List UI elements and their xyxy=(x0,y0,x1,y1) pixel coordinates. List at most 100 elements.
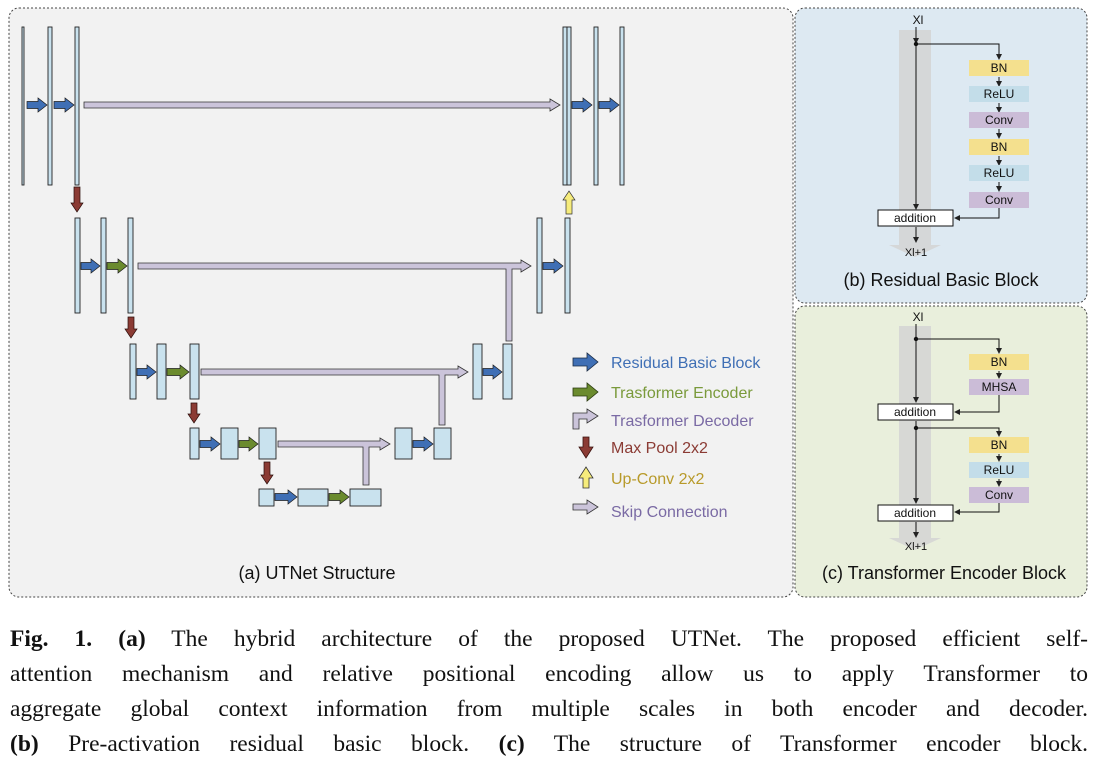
skip-connection xyxy=(200,365,469,426)
bn-label: BN xyxy=(991,438,1008,452)
feature-map xyxy=(619,26,625,186)
relu-label: ReLU xyxy=(984,87,1015,101)
mhsa-layer xyxy=(969,379,1029,395)
lavender-elbow-arrow-icon xyxy=(572,408,599,430)
feature-map xyxy=(47,26,53,186)
residual-arrow xyxy=(80,258,101,274)
feature-map xyxy=(189,427,200,460)
yellow-up-arrow-icon xyxy=(578,466,594,489)
panel-b xyxy=(794,7,1088,304)
panel-b-title: (b) Residual Basic Block xyxy=(843,270,1039,290)
bn-layer xyxy=(969,354,1029,370)
bn-label: BN xyxy=(991,140,1008,154)
encoder-arrow xyxy=(238,436,259,452)
feature-map xyxy=(564,217,571,314)
legend-label: Up-Conv 2x2 xyxy=(611,471,704,488)
legend-label: Skip Connection xyxy=(611,504,728,521)
residual-arrow xyxy=(136,364,157,380)
maxpool-arrow xyxy=(124,316,138,339)
legend-label: Trasformer Encoder xyxy=(611,385,753,402)
residual-arrow xyxy=(571,97,593,113)
encoder-arrow xyxy=(328,489,350,505)
feature-map xyxy=(156,343,167,400)
residual-arrow xyxy=(598,97,620,113)
feature-map xyxy=(21,26,25,186)
feature-map xyxy=(593,26,599,186)
legend-item-maxpool: Max Pool 2x2 xyxy=(578,436,708,459)
conv-layer xyxy=(969,487,1029,503)
caption-text-1: The hybrid architecture of the proposed … xyxy=(171,626,1088,652)
residual-arrow xyxy=(26,97,48,113)
unet-diagram xyxy=(21,26,625,507)
output-label: Xl+1 xyxy=(905,247,927,259)
feature-map xyxy=(536,217,543,314)
caption-line-2: attention mechanism and relative positio… xyxy=(10,661,1088,687)
caption-line-4: (b) Pre-activation residual basic block.… xyxy=(10,727,1088,762)
legend-item-encoder: Trasformer Encoder xyxy=(572,382,753,402)
caption-text-4c: The structure of Transformer encoder blo… xyxy=(553,731,1088,757)
caption-b-label: (b) xyxy=(10,731,39,757)
red-down-arrow-icon xyxy=(578,436,594,459)
caption-text-4b: Pre-activation residual basic block. xyxy=(68,731,470,757)
green-arrow-icon xyxy=(572,382,599,402)
mhsa-label: MHSA xyxy=(982,380,1017,394)
figure: (a) UTNet Structure Residual Basic Block… xyxy=(8,7,1088,598)
upconv-arrow xyxy=(562,190,576,215)
caption-c-label: (c) xyxy=(498,731,525,757)
bn-label: BN xyxy=(991,355,1008,369)
panel-c-title: (c) Transformer Encoder Block xyxy=(822,563,1067,583)
legend-item-skip: Skip Connection xyxy=(572,499,728,521)
residual-arrow xyxy=(274,489,298,505)
maxpool-arrow xyxy=(260,461,274,485)
bn-label: BN xyxy=(991,61,1008,75)
feature-map xyxy=(502,343,513,400)
relu-label: ReLU xyxy=(984,463,1015,477)
skip-connection xyxy=(277,437,391,486)
feature-map xyxy=(472,343,483,400)
feature-map xyxy=(433,427,452,460)
conv-layer xyxy=(969,112,1029,128)
relu-layer xyxy=(969,86,1029,102)
encoder-arrow xyxy=(106,258,128,274)
conv-layer xyxy=(969,192,1029,208)
skip-connection xyxy=(83,98,561,112)
conv-label: Conv xyxy=(985,193,1013,207)
output-label: Xl+1 xyxy=(905,541,927,553)
feature-map xyxy=(562,26,568,186)
blue-arrow-icon xyxy=(572,352,599,372)
conv-label: Conv xyxy=(985,113,1013,127)
input-label: Xl xyxy=(913,310,924,324)
caption-a-label: (a) xyxy=(118,626,146,652)
identity-band xyxy=(889,30,941,257)
feature-map xyxy=(129,343,137,400)
residual-arrow xyxy=(482,364,503,380)
bn-layer xyxy=(969,139,1029,155)
conv-label: Conv xyxy=(985,488,1013,502)
legend-label: Residual Basic Block xyxy=(611,355,761,372)
identity-band xyxy=(889,326,941,550)
addition-label: addition xyxy=(894,211,936,225)
residual-arrow xyxy=(199,436,221,452)
caption-line-3: aggregate global context information fro… xyxy=(10,696,1088,722)
feature-map xyxy=(258,488,275,507)
feature-map xyxy=(189,343,200,400)
legend-item-residual: Residual Basic Block xyxy=(572,352,761,372)
addition-node xyxy=(877,209,954,227)
caption-fig-label: Fig. 1. xyxy=(10,626,93,652)
residual-arrow xyxy=(53,97,75,113)
skip-connection xyxy=(137,259,532,342)
residual-basic-block: Xl BN ReLU Conv BN ReLU Conv addition Xl… xyxy=(877,13,1029,259)
addition-label: addition xyxy=(894,506,936,520)
panel-a-title: (a) UTNet Structure xyxy=(238,563,395,583)
encoder-arrow xyxy=(166,364,190,380)
feature-map xyxy=(74,217,81,314)
feature-map xyxy=(394,427,413,460)
relu-layer xyxy=(969,462,1029,478)
figure-caption: Fig. 1. (a) The hybrid architecture of t… xyxy=(10,622,1088,762)
residual-arrow xyxy=(412,436,434,452)
maxpool-arrow xyxy=(187,402,201,424)
relu-label: ReLU xyxy=(984,166,1015,180)
input-label: Xl xyxy=(913,13,924,27)
maxpool-arrow xyxy=(70,186,84,213)
feature-map xyxy=(566,26,572,186)
